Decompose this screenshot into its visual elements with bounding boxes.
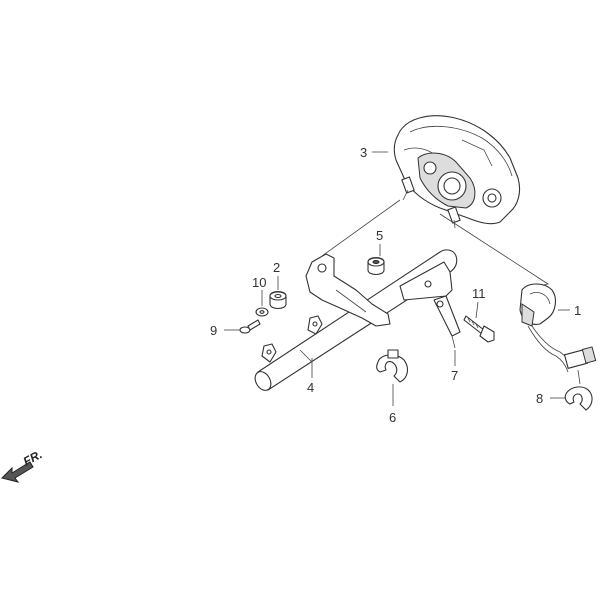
band-7 — [433, 295, 461, 349]
leader-11 — [475, 301, 479, 319]
callout-4: 4 — [307, 380, 314, 395]
clamp-6 — [376, 349, 409, 383]
callout-1: 1 — [574, 303, 581, 318]
front-arrow-icon — [1, 461, 34, 483]
callout-3: 3 — [360, 145, 367, 160]
bolt-11 — [463, 315, 495, 343]
callout-8: 8 — [536, 391, 543, 406]
callout-10: 10 — [252, 275, 266, 290]
screw-9 — [239, 319, 261, 334]
assembly-line-meter-stay — [321, 199, 401, 257]
grommet-5 — [367, 256, 385, 276]
callout-11: 11 — [472, 286, 486, 301]
callout-9: 9 — [210, 323, 217, 338]
callout-2: 2 — [273, 260, 280, 275]
front-direction-arrow: FR. — [1, 447, 44, 483]
assembly-line-meter-connector — [439, 213, 550, 289]
callout-7: 7 — [451, 368, 458, 383]
washer-10 — [255, 307, 269, 317]
clamp-8 — [564, 386, 593, 411]
collar-2 — [269, 290, 287, 310]
meter-stay — [254, 249, 458, 391]
meter-connector-unit — [519, 283, 597, 385]
callout-6: 6 — [389, 410, 396, 425]
meter-housing — [393, 115, 521, 229]
callout-5: 5 — [376, 228, 383, 243]
